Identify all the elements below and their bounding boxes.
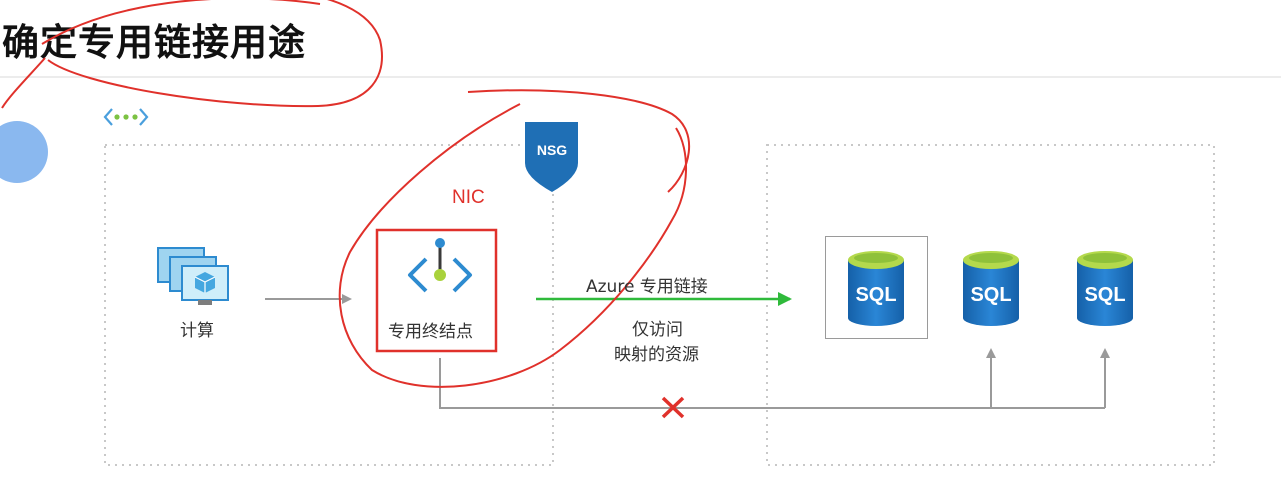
pointer-indicator [0, 121, 48, 183]
sql-label-1: SQL [855, 284, 896, 306]
private-link-label: Azure 专用链接 [586, 277, 708, 297]
compute-label: 计算 [180, 321, 214, 341]
page-title: 确定专用链接用途 [2, 21, 306, 64]
virtual-network-icon [103, 108, 149, 126]
access-text-line1: 仅访问 [632, 320, 683, 340]
access-text-line2: 映射的资源 [614, 345, 699, 365]
private-endpoint-icon [408, 238, 472, 293]
sql-database-icon-1 [848, 251, 904, 326]
compute-vm-icon [157, 247, 229, 305]
sql-label-3: SQL [1084, 284, 1125, 306]
nic-label: NIC [452, 187, 485, 208]
blocked-cross-icon [661, 396, 685, 419]
nsg-label: NSG [537, 142, 567, 158]
sql-database-icon-2 [963, 251, 1019, 326]
hand-drawn-annotations [1, 0, 691, 388]
nsg-shield-icon [525, 122, 578, 192]
nic-highlight-box [375, 228, 498, 353]
vnet-boundary-box [104, 144, 554, 466]
sql-selected-box [825, 236, 928, 339]
sql-database-icon-3 [1077, 251, 1133, 326]
sql-label-2: SQL [970, 284, 1011, 306]
divider [0, 76, 1281, 78]
endpoint-label: 专用终结点 [388, 322, 473, 342]
blocked-path-line [439, 358, 1105, 409]
paas-boundary-box [766, 144, 1215, 466]
